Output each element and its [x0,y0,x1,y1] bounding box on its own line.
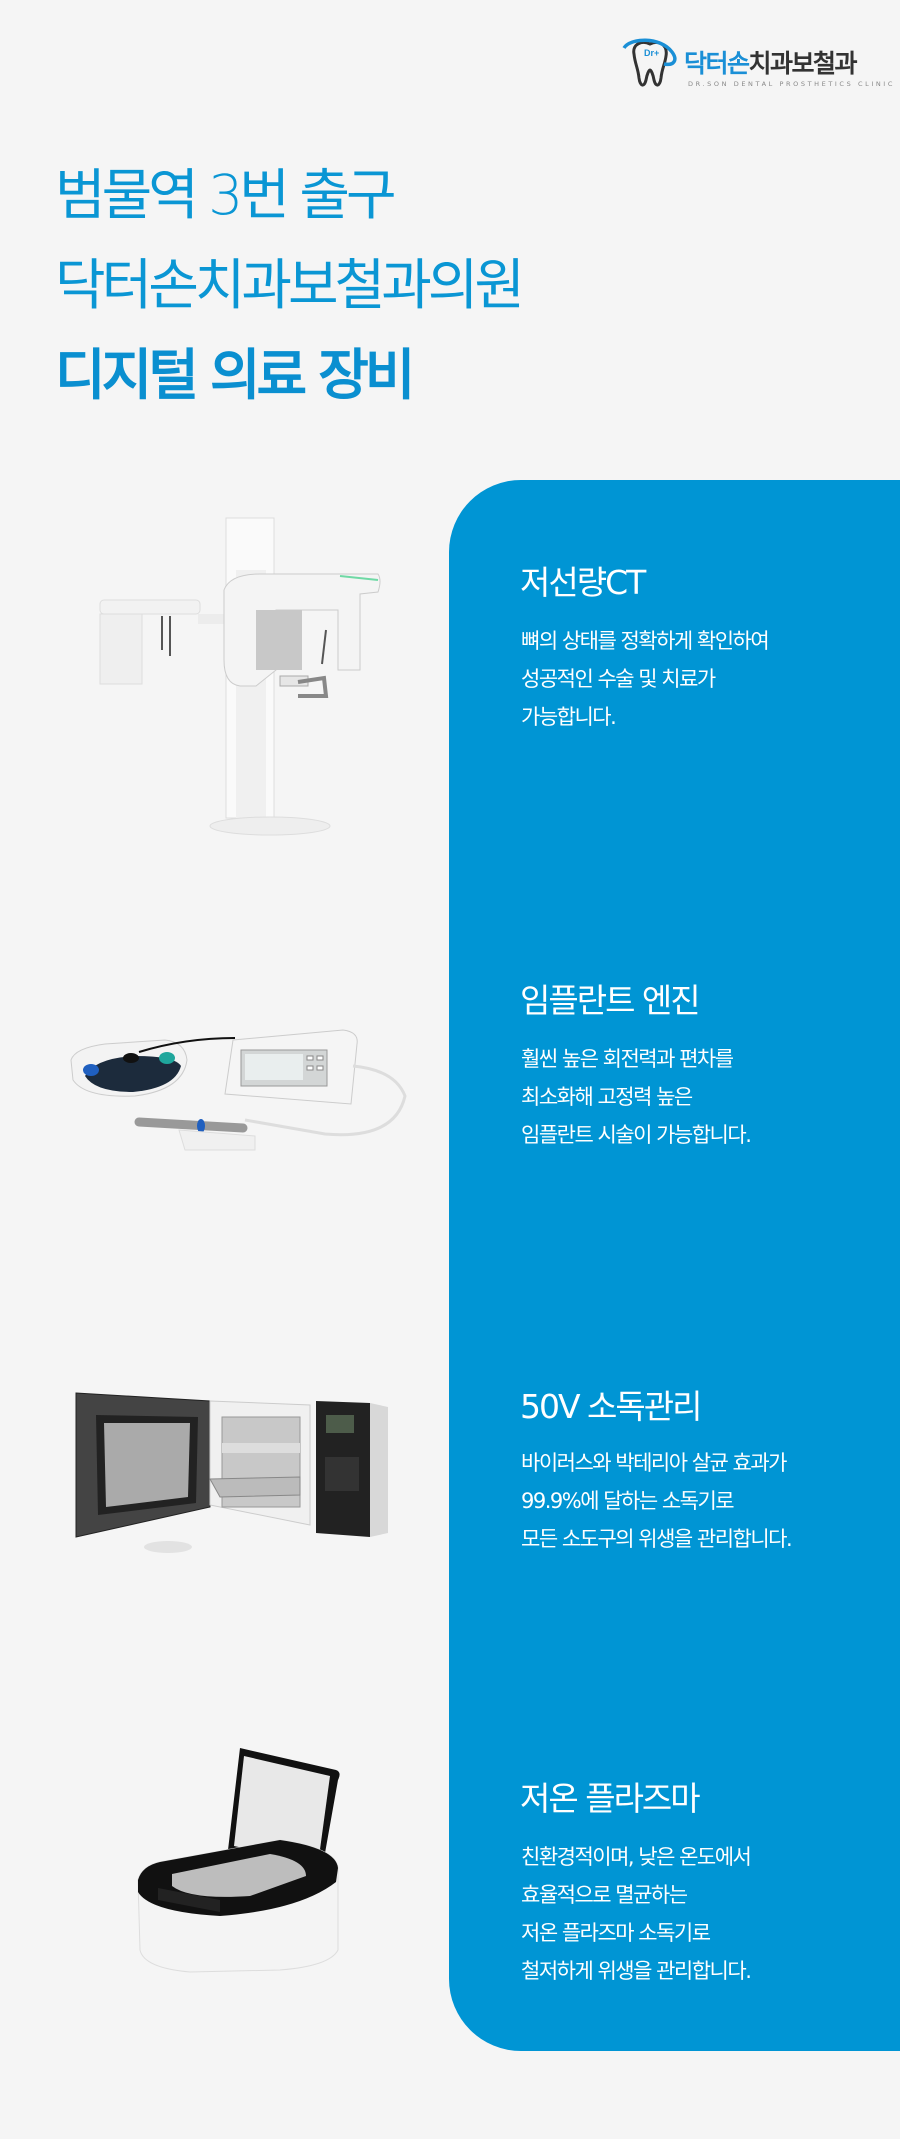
desc-line: 저온 플라즈마 소독기로 [521,1921,711,1945]
equipment-desc-autoclave: 바이러스와 박테리아 살균 효과가 99.9%에 달하는 소독기로 모든 소도구… [521,1444,793,1558]
page-headline: 범물역 3번 출구 닥터손치과보철과의원 디지털 의료 장비 [55,150,525,420]
desc-line: 임플란트 시술이 가능합니다. [521,1123,752,1147]
desc-line: 모든 소도구의 위생을 관리합니다. [521,1527,793,1551]
headline-title: 디지털 의료 장비 [55,343,416,407]
desc-line: 효율적으로 멸균하는 [521,1883,688,1907]
equipment-title-ct: 저선량CT [520,563,646,602]
clinic-name: 닥터손치과보철과 [684,49,858,78]
headline-location: 범물역 3번 출구 [55,163,397,227]
desc-line: 99.9%에 달하는 소독기로 [521,1489,735,1513]
equipment-panel [449,480,900,2051]
equipment-desc-implant-engine: 훨씬 높은 회전력과 편차를 최소화해 고정력 높은 임플란트 시술이 가능합니… [521,1040,752,1154]
autoclave-image [75,1392,388,1553]
clinic-logo[interactable]: Dr+ 닥터손치과보철과 DR.SON DENTAL PROSTHETICS C… [620,34,900,94]
ct-scanner-image [99,517,381,836]
clinic-subtitle: DR.SON DENTAL PROSTHETICS CLINIC [688,80,895,88]
desc-line: 가능합니다. [521,705,617,729]
equipment-desc-ct: 뼈의 상태를 정확하게 확인하여 성공적인 수술 및 치료가 가능합니다. [521,622,770,736]
desc-line: 친환경적이며, 낮은 온도에서 [521,1845,752,1869]
plasma-sterilizer-image [137,1748,340,1973]
desc-line: 성공적인 수술 및 치료가 [521,667,716,691]
equipment-title-plasma: 저온 플라즈마 [520,1779,701,1818]
equipment-title-implant-engine: 임플란트 엔진 [520,981,701,1020]
implant-engine-image [70,1029,407,1151]
equipment-desc-plasma: 친환경적이며, 낮은 온도에서 효율적으로 멸균하는 저온 플라즈마 소독기로 … [521,1838,752,1990]
svg-text:Dr+: Dr+ [644,48,659,58]
desc-line: 바이러스와 박테리아 살균 효과가 [521,1451,788,1475]
desc-line: 철저하게 위생을 관리합니다. [521,1959,752,1983]
desc-line: 훨씬 높은 회전력과 편차를 [521,1047,734,1071]
desc-line: 최소화해 고정력 높은 [521,1085,693,1109]
equipment-title-autoclave: 50V 소독관리 [520,1387,702,1426]
tooth-logo-icon: Dr+ [622,38,677,87]
desc-line: 뼈의 상태를 정확하게 확인하여 [521,629,770,653]
headline-clinic: 닥터손치과보철과의원 [55,253,525,317]
